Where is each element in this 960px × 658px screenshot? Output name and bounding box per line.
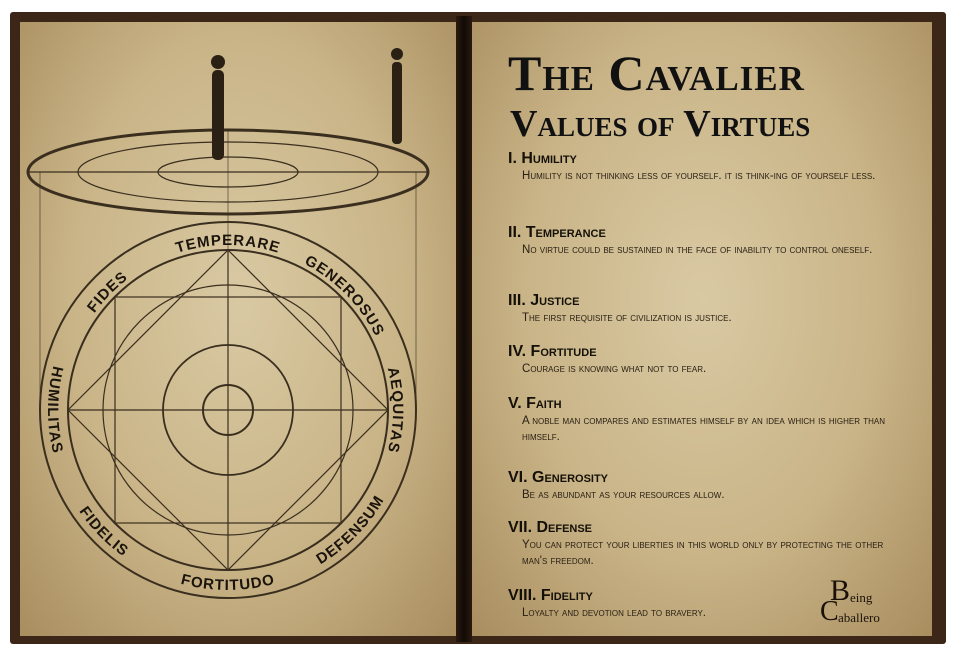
book-spine (456, 16, 472, 642)
virtue-body: The first requisite of civilization is j… (522, 312, 732, 324)
logo-aballero: aballero (838, 610, 880, 625)
logo-eing: eing (850, 590, 873, 605)
svg-text:FORTITUDO: FORTITUDO (179, 571, 276, 594)
ring-word-defensum: DEFENSUM (313, 492, 386, 568)
left-page: FIDES TEMPERARE GENEROSUS AEQUITAS HUMIL… (20, 22, 456, 636)
ring-word-fortitudo: FORTITUDO (179, 571, 275, 594)
svg-text:AEQUITAS: AEQUITAS (384, 365, 406, 454)
virtue-body: A noble man compares and estimates himse… (522, 415, 885, 443)
ring-word-generosus: GENEROSUS (302, 252, 387, 339)
title-line-2: Values of Virtues (510, 103, 811, 145)
virtue-body: Loyalty and devotion lead to bravery. (522, 607, 706, 619)
virtue-item: V. Faith A noble man compares and estimat… (508, 395, 908, 445)
ring-word-aequitas: AEQUITAS (384, 365, 405, 454)
virtue-item: II. Temperance No virtue could be sustain… (508, 224, 908, 258)
logo-b: B (830, 574, 851, 607)
virtue-body: Be as abundant as your resources allow. (522, 489, 725, 501)
virtue-heading: V. Faith (508, 395, 562, 412)
virtue-heading: III. Justice (508, 292, 580, 309)
svg-text:HUMILITAS: HUMILITAS (44, 365, 66, 456)
virtue-body: Courage is knowing what not to fear. (522, 363, 707, 375)
logo-c: C (820, 596, 839, 627)
virtue-heading: II. Temperance (508, 224, 606, 241)
virtue-body: Humility is not thinking less of yoursel… (522, 170, 876, 182)
outer-ring (39, 221, 417, 599)
virtue-heading: IV. Fortitude (508, 343, 597, 360)
virtue-heading: I. Humility (508, 150, 577, 167)
virtue-heading: VI. Generosity (508, 469, 609, 486)
vitruvian-diagram: FIDES TEMPERARE GENEROSUS AEQUITAS HUMIL… (26, 48, 430, 599)
human-figures (211, 48, 403, 160)
svg-text:FIDES: FIDES (84, 268, 131, 316)
ring-word-humilitas: HUMILITAS (44, 365, 65, 456)
virtue-item: VI. Generosity Be as abundant as your res… (508, 469, 908, 503)
virtue-heading: VIII. Fidelity (508, 587, 593, 604)
ring-word-fides: FIDES (84, 268, 130, 316)
right-page (472, 22, 932, 636)
title-line-1: The Cavalier (508, 45, 805, 101)
virtue-body: No virtue could be sustained in the face… (522, 244, 873, 256)
virtue-body: You can protect your liberties in this w… (522, 539, 884, 567)
svg-text:GENEROSUS: GENEROSUS (302, 252, 388, 339)
svg-text:DEFENSUM: DEFENSUM (313, 492, 387, 568)
virtue-heading: VII. Defense (508, 519, 593, 536)
